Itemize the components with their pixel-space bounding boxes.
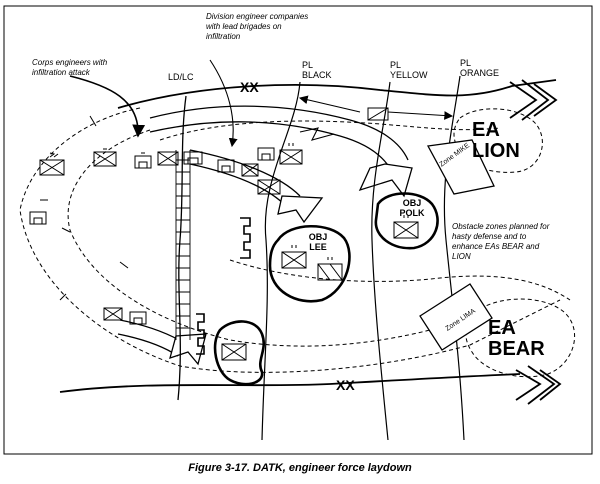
figure-border: [3, 5, 593, 455]
axis-of-advance-mid-top: [189, 149, 301, 197]
obstacle-belt-1: [240, 217, 251, 259]
corps-engineers-note: Corps engineers with infiltration attack: [32, 58, 108, 77]
pl-yellow-line: [371, 81, 391, 441]
obstacle-belt-2: [196, 313, 205, 355]
pl-orange-label: PL ORANGE: [460, 58, 500, 78]
division-engineers-note: Division engineer companies with lead br…: [206, 12, 309, 41]
infiltration-lane-upper: [159, 120, 501, 141]
objective-south-outline: [213, 320, 265, 386]
obstacle-zones-note: Obstacle zones planned for hasty defense…: [452, 222, 550, 261]
axis-of-advance-mid-bottom: [189, 163, 287, 207]
ld-lc-label: LD/LC: [168, 72, 194, 82]
attack-arrow-upper: [358, 163, 413, 198]
unit-symbol-battalion-1: [279, 143, 303, 165]
ea-bear-label: EA BEAR: [488, 317, 545, 360]
unit-symbol-south: [221, 343, 247, 361]
zigzag-comm-line: [299, 127, 335, 141]
pl-yellow-label: PL YELLOW: [390, 60, 428, 80]
division-engineer-arrow: [209, 59, 238, 148]
unit-symbol-engineer-4: [183, 151, 203, 165]
unit-symbol-lee-2: [317, 257, 343, 281]
pl-orange-line: [443, 75, 465, 441]
unit-symbol-south-2: [129, 311, 147, 325]
unit-symbol-north-relay: [367, 107, 389, 121]
infiltration-lane-inner: [67, 129, 431, 347]
lane-tick-marks: [40, 115, 129, 301]
unit-symbol-brigade-west: [39, 152, 65, 176]
division-boundary-north: [117, 79, 557, 109]
unit-symbol-south-1: [103, 307, 123, 321]
zone-lima-block: [419, 283, 493, 351]
pl-black-label: PL BLACK: [302, 60, 332, 80]
unit-symbol-lee-1: [281, 245, 307, 269]
unit-symbol-engineer-3: [157, 151, 179, 166]
chevron-south: [515, 365, 562, 405]
objective-lee-label: OBJ LEE: [308, 232, 328, 252]
lateral-movement-arrow-east: [387, 111, 454, 120]
unit-symbol-engineer-2: [134, 152, 152, 169]
unit-symbol-engineer-5: [217, 159, 235, 173]
corps-engineer-arrow: [69, 75, 146, 138]
objective-polk-outline: [374, 192, 439, 250]
attack-arrow-south: [169, 333, 207, 366]
axis-of-advance-upper: [149, 105, 409, 161]
ld-lc-line: [177, 95, 187, 401]
axis-of-advance-south-bottom: [117, 333, 179, 357]
infiltration-lane-lower: [229, 259, 571, 301]
chevron-north: [509, 79, 558, 121]
objective-polk-label: OBJ POLK: [399, 198, 425, 218]
unit-symbols: [29, 107, 419, 361]
unit-symbol-battalion-2: [257, 179, 281, 195]
lateral-movement-arrow: [298, 95, 361, 113]
attack-arrow-mid: [277, 195, 324, 224]
ea-bear-outline: [465, 298, 575, 378]
division-boundary-south: [59, 373, 521, 393]
boundary-symbol-south: XX: [336, 377, 355, 393]
unit-symbol-engineer-6: [241, 163, 259, 177]
unit-symbol-engineer-7: [257, 147, 275, 161]
boundary-symbol-north: XX: [240, 79, 259, 95]
unit-symbol-reserve-west: [29, 211, 47, 225]
figure-caption: Figure 3-17. DATK, engineer force laydow…: [188, 462, 412, 474]
ld-lc-ladder: [175, 150, 191, 340]
zone-mike-block: [426, 139, 495, 195]
objective-lee-outline: [268, 224, 351, 303]
infiltration-lane-outer: [19, 107, 561, 373]
ea-lion-label: EA LION: [472, 119, 520, 162]
ea-lion-outline: [453, 108, 543, 173]
unit-symbol-engineer-1: [93, 148, 117, 167]
pl-black-line: [261, 81, 301, 441]
unit-symbol-polk: [393, 215, 419, 239]
